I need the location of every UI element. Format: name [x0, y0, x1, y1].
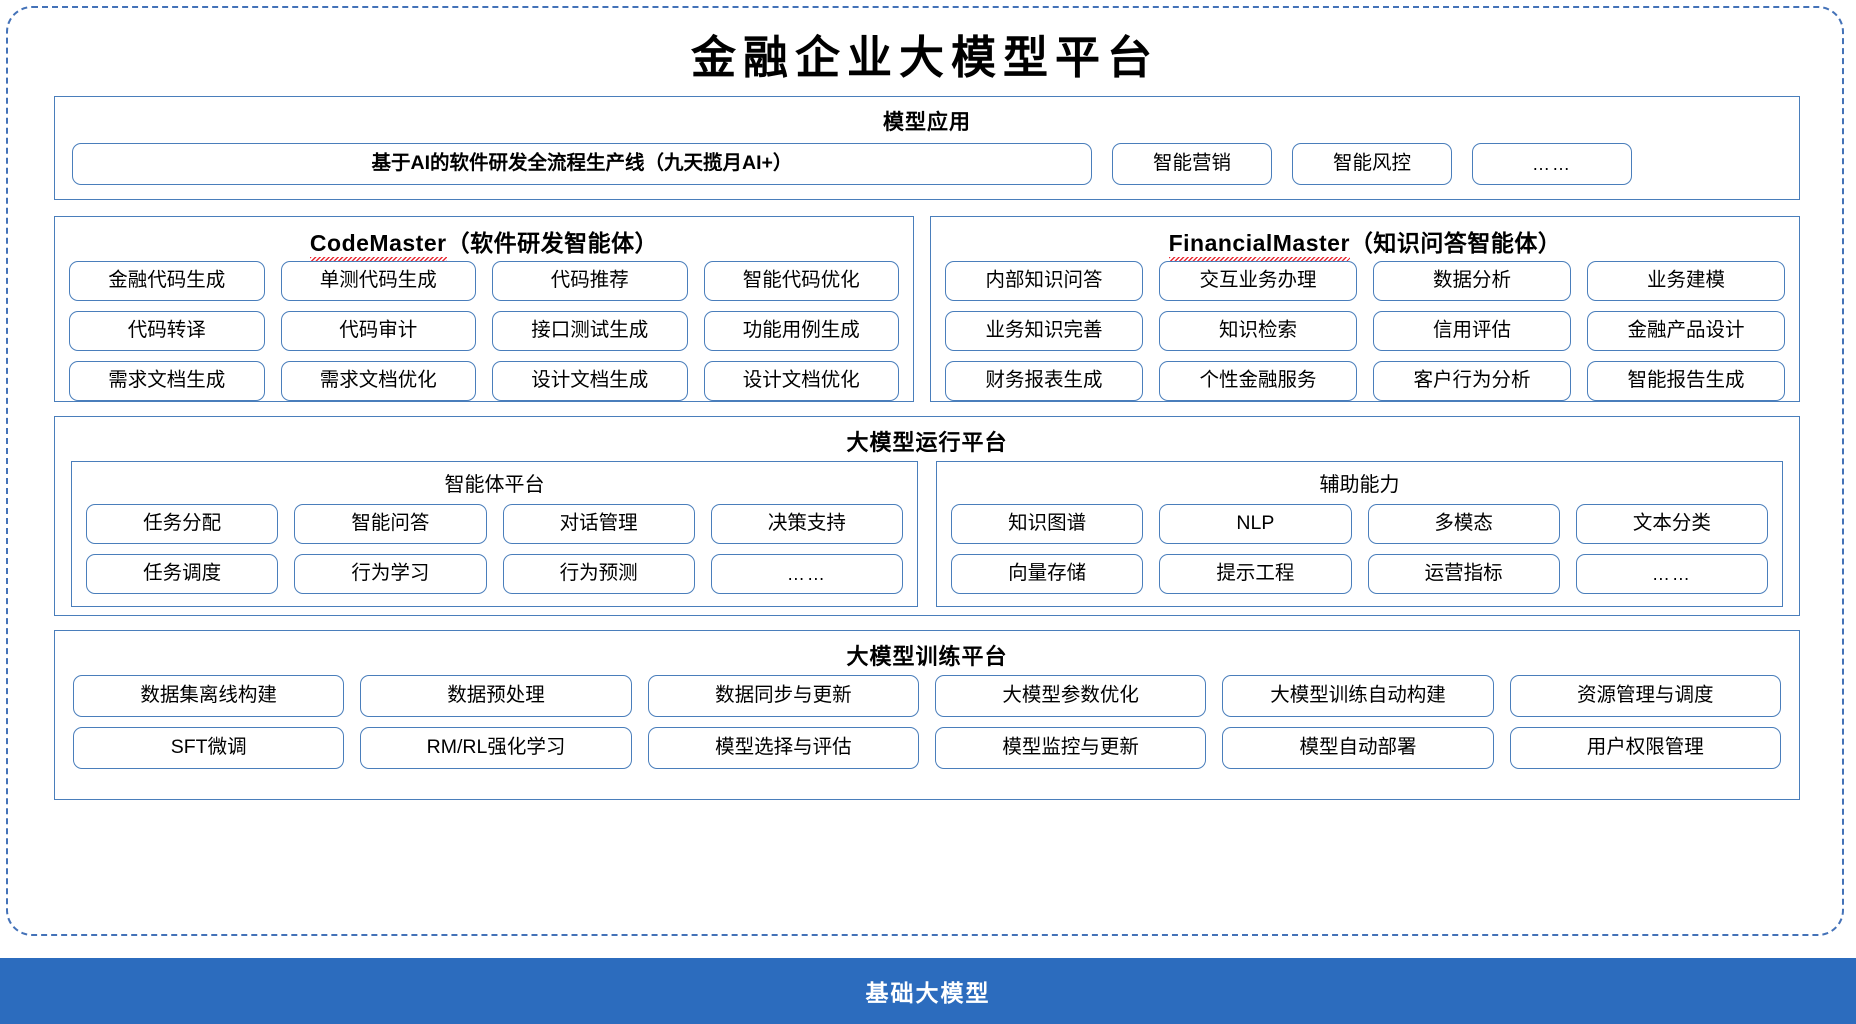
- chip-more-auxiliary[interactable]: ……: [1575, 554, 1768, 594]
- agent-title-codemaster: CodeMaster（软件研发智能体）: [55, 224, 913, 261]
- chip-internal-knowledge-qa[interactable]: 内部知识问答: [945, 261, 1143, 301]
- chip-model-monitoring-update[interactable]: 模型监控与更新: [934, 727, 1207, 769]
- training-platform-grid: 数据集离线构建 数据预处理 数据同步与更新 大模型参数优化 大模型训练自动构建 …: [73, 675, 1781, 769]
- chip-dataset-offline-build[interactable]: 数据集离线构建: [73, 675, 345, 717]
- chip-dialogue-management[interactable]: 对话管理: [502, 504, 695, 544]
- codemaster-row-2: 代码转译 代码审计 接口测试生成 功能用例生成: [69, 311, 899, 351]
- financialmaster-row-2: 业务知识完善 知识检索 信用评估 金融产品设计: [945, 311, 1785, 351]
- chip-credit-assessment[interactable]: 信用评估: [1373, 311, 1571, 351]
- chip-interactive-business-handling[interactable]: 交互业务办理: [1159, 261, 1357, 301]
- chip-task-scheduling[interactable]: 任务调度: [86, 554, 279, 594]
- agent-subtitle-codemaster: （软件研发智能体）: [446, 230, 659, 256]
- section-title-runtime-platform: 大模型运行平台: [846, 430, 1008, 455]
- section-title-training-platform: 大模型训练平台: [846, 644, 1008, 669]
- diagram-outer-frame: 金融企业大模型平台 模型应用 基于AI的软件研发全流程生产线（九天揽月AI+） …: [6, 6, 1844, 936]
- training-row-1: 数据集离线构建 数据预处理 数据同步与更新 大模型参数优化 大模型训练自动构建 …: [73, 675, 1781, 717]
- chip-code-translation[interactable]: 代码转译: [69, 311, 265, 351]
- foundation-model-bar: 基础大模型: [0, 958, 1856, 1024]
- section-title-model-application: 模型应用: [883, 111, 971, 134]
- chip-design-doc-gen[interactable]: 设计文档生成: [492, 361, 688, 401]
- chip-sft-finetuning[interactable]: SFT微调: [73, 727, 345, 769]
- chip-knowledge-graph[interactable]: 知识图谱: [951, 504, 1144, 544]
- chip-vector-store[interactable]: 向量存储: [951, 554, 1144, 594]
- section-runtime-platform: 大模型运行平台 智能体平台 任务分配 智能问答 对话管理 决策支持 任务调度 行…: [54, 416, 1800, 616]
- page-title: 金融企业大模型平台: [690, 33, 1159, 83]
- chip-finance-code-gen[interactable]: 金融代码生成: [69, 261, 265, 301]
- chip-behavior-prediction[interactable]: 行为预测: [502, 554, 695, 594]
- codemaster-capability-grid: 金融代码生成 单测代码生成 代码推荐 智能代码优化 代码转译 代码审计 接口测试…: [69, 261, 899, 401]
- codemaster-row-3: 需求文档生成 需求文档优化 设计文档生成 设计文档优化: [69, 361, 899, 401]
- auxiliary-capabilities-grid: 知识图谱 NLP 多模态 文本分类 向量存储 提示工程 运营指标 ……: [951, 504, 1768, 594]
- agent-name-financialmaster: FinancialMaster: [1168, 230, 1351, 261]
- chip-multimodal[interactable]: 多模态: [1367, 504, 1560, 544]
- chip-model-selection-evaluation[interactable]: 模型选择与评估: [647, 727, 919, 769]
- chip-smart-qa[interactable]: 智能问答: [294, 504, 487, 544]
- agent-platform-grid: 任务分配 智能问答 对话管理 决策支持 任务调度 行为学习 行为预测 ……: [86, 504, 903, 594]
- subpanel-title-agent-platform: 智能体平台: [444, 474, 545, 496]
- chip-llm-parameter-optimization[interactable]: 大模型参数优化: [934, 675, 1207, 717]
- chip-model-auto-deployment[interactable]: 模型自动部署: [1222, 727, 1494, 769]
- training-row-2: SFT微调 RM/RL强化学习 模型选择与评估 模型监控与更新 模型自动部署 用…: [73, 727, 1781, 769]
- chip-code-audit[interactable]: 代码审计: [280, 311, 476, 351]
- chip-personalized-financial-service[interactable]: 个性金融服务: [1159, 361, 1357, 401]
- chip-user-permission-management[interactable]: 用户权限管理: [1509, 727, 1781, 769]
- chip-rm-rl-reinforcement-learning[interactable]: RM/RL强化学习: [360, 727, 632, 769]
- agent-subtitle-financialmaster: （知识问答智能体）: [1349, 230, 1562, 256]
- chip-data-sync-update[interactable]: 数据同步与更新: [647, 675, 919, 717]
- agent-platform-row-1: 任务分配 智能问答 对话管理 决策支持: [86, 504, 903, 544]
- chip-nlp[interactable]: NLP: [1159, 504, 1352, 544]
- foundation-model-label: 基础大模型: [865, 980, 991, 1006]
- chip-more-agent-platform[interactable]: ……: [710, 554, 903, 594]
- codemaster-row-1: 金融代码生成 单测代码生成 代码推荐 智能代码优化: [69, 261, 899, 301]
- chip-data-analysis[interactable]: 数据分析: [1373, 261, 1571, 301]
- financialmaster-row-1: 内部知识问答 交互业务办理 数据分析 业务建模: [945, 261, 1785, 301]
- section-codemaster-agent: CodeMaster（软件研发智能体） 金融代码生成 单测代码生成 代码推荐 智…: [54, 216, 914, 402]
- chip-customer-behavior-analysis[interactable]: 客户行为分析: [1373, 361, 1571, 401]
- chip-smart-report-gen[interactable]: 智能报告生成: [1587, 361, 1785, 401]
- chip-operation-metrics[interactable]: 运营指标: [1367, 554, 1560, 594]
- agent-platform-row-2: 任务调度 行为学习 行为预测 ……: [86, 554, 903, 594]
- runtime-platform-columns: 智能体平台 任务分配 智能问答 对话管理 决策支持 任务调度 行为学习 行为预测…: [71, 461, 1783, 607]
- subpanel-agent-platform: 智能体平台 任务分配 智能问答 对话管理 决策支持 任务调度 行为学习 行为预测…: [71, 461, 918, 607]
- chip-financial-statement-gen[interactable]: 财务报表生成: [945, 361, 1143, 401]
- chip-smart-code-optimization[interactable]: 智能代码优化: [703, 261, 899, 301]
- chip-text-classification[interactable]: 文本分类: [1575, 504, 1768, 544]
- chip-data-preprocessing[interactable]: 数据预处理: [360, 675, 632, 717]
- chip-more-applications[interactable]: ……: [1472, 143, 1632, 185]
- chip-code-recommendation[interactable]: 代码推荐: [492, 261, 688, 301]
- section-training-platform: 大模型训练平台 数据集离线构建 数据预处理 数据同步与更新 大模型参数优化 大模…: [54, 630, 1800, 800]
- chip-smart-marketing[interactable]: 智能营销: [1112, 143, 1272, 185]
- chip-functional-case-gen[interactable]: 功能用例生成: [703, 311, 899, 351]
- chip-unit-test-code-gen[interactable]: 单测代码生成: [280, 261, 476, 301]
- chip-business-modeling[interactable]: 业务建模: [1587, 261, 1785, 301]
- chip-requirement-doc-optimization[interactable]: 需求文档优化: [280, 361, 476, 401]
- financialmaster-capability-grid: 内部知识问答 交互业务办理 数据分析 业务建模 业务知识完善 知识检索 信用评估…: [945, 261, 1785, 401]
- chip-llm-training-auto-build[interactable]: 大模型训练自动构建: [1222, 675, 1494, 717]
- section-model-application: 模型应用 基于AI的软件研发全流程生产线（九天揽月AI+） 智能营销 智能风控 …: [54, 96, 1800, 200]
- auxiliary-row-1: 知识图谱 NLP 多模态 文本分类: [951, 504, 1768, 544]
- agent-title-financialmaster: FinancialMaster（知识问答智能体）: [931, 224, 1799, 261]
- chip-design-doc-optimization[interactable]: 设计文档优化: [703, 361, 899, 401]
- chip-requirement-doc-gen[interactable]: 需求文档生成: [69, 361, 265, 401]
- auxiliary-row-2: 向量存储 提示工程 运营指标 ……: [951, 554, 1768, 594]
- subpanel-title-auxiliary-capabilities: 辅助能力: [1319, 474, 1400, 496]
- section-financialmaster-agent: FinancialMaster（知识问答智能体） 内部知识问答 交互业务办理 数…: [930, 216, 1800, 402]
- chip-task-allocation[interactable]: 任务分配: [86, 504, 279, 544]
- chip-ai-software-pipeline[interactable]: 基于AI的软件研发全流程生产线（九天揽月AI+）: [72, 143, 1092, 185]
- financialmaster-row-3: 财务报表生成 个性金融服务 客户行为分析 智能报告生成: [945, 361, 1785, 401]
- chip-decision-support[interactable]: 决策支持: [710, 504, 903, 544]
- chip-interface-test-gen[interactable]: 接口测试生成: [492, 311, 688, 351]
- chip-resource-management-scheduling[interactable]: 资源管理与调度: [1509, 675, 1781, 717]
- chip-knowledge-retrieval[interactable]: 知识检索: [1159, 311, 1357, 351]
- model-application-item-row: 基于AI的软件研发全流程生产线（九天揽月AI+） 智能营销 智能风控 ……: [72, 143, 1782, 185]
- subpanel-auxiliary-capabilities: 辅助能力 知识图谱 NLP 多模态 文本分类 向量存储 提示工程 运营指标 ……: [936, 461, 1783, 607]
- chip-prompt-engineering[interactable]: 提示工程: [1159, 554, 1352, 594]
- chip-financial-product-design[interactable]: 金融产品设计: [1587, 311, 1785, 351]
- agent-name-codemaster: CodeMaster: [309, 230, 447, 261]
- chip-smart-risk-control[interactable]: 智能风控: [1292, 143, 1452, 185]
- chip-behavior-learning[interactable]: 行为学习: [294, 554, 487, 594]
- chip-business-knowledge-enhancement[interactable]: 业务知识完善: [945, 311, 1143, 351]
